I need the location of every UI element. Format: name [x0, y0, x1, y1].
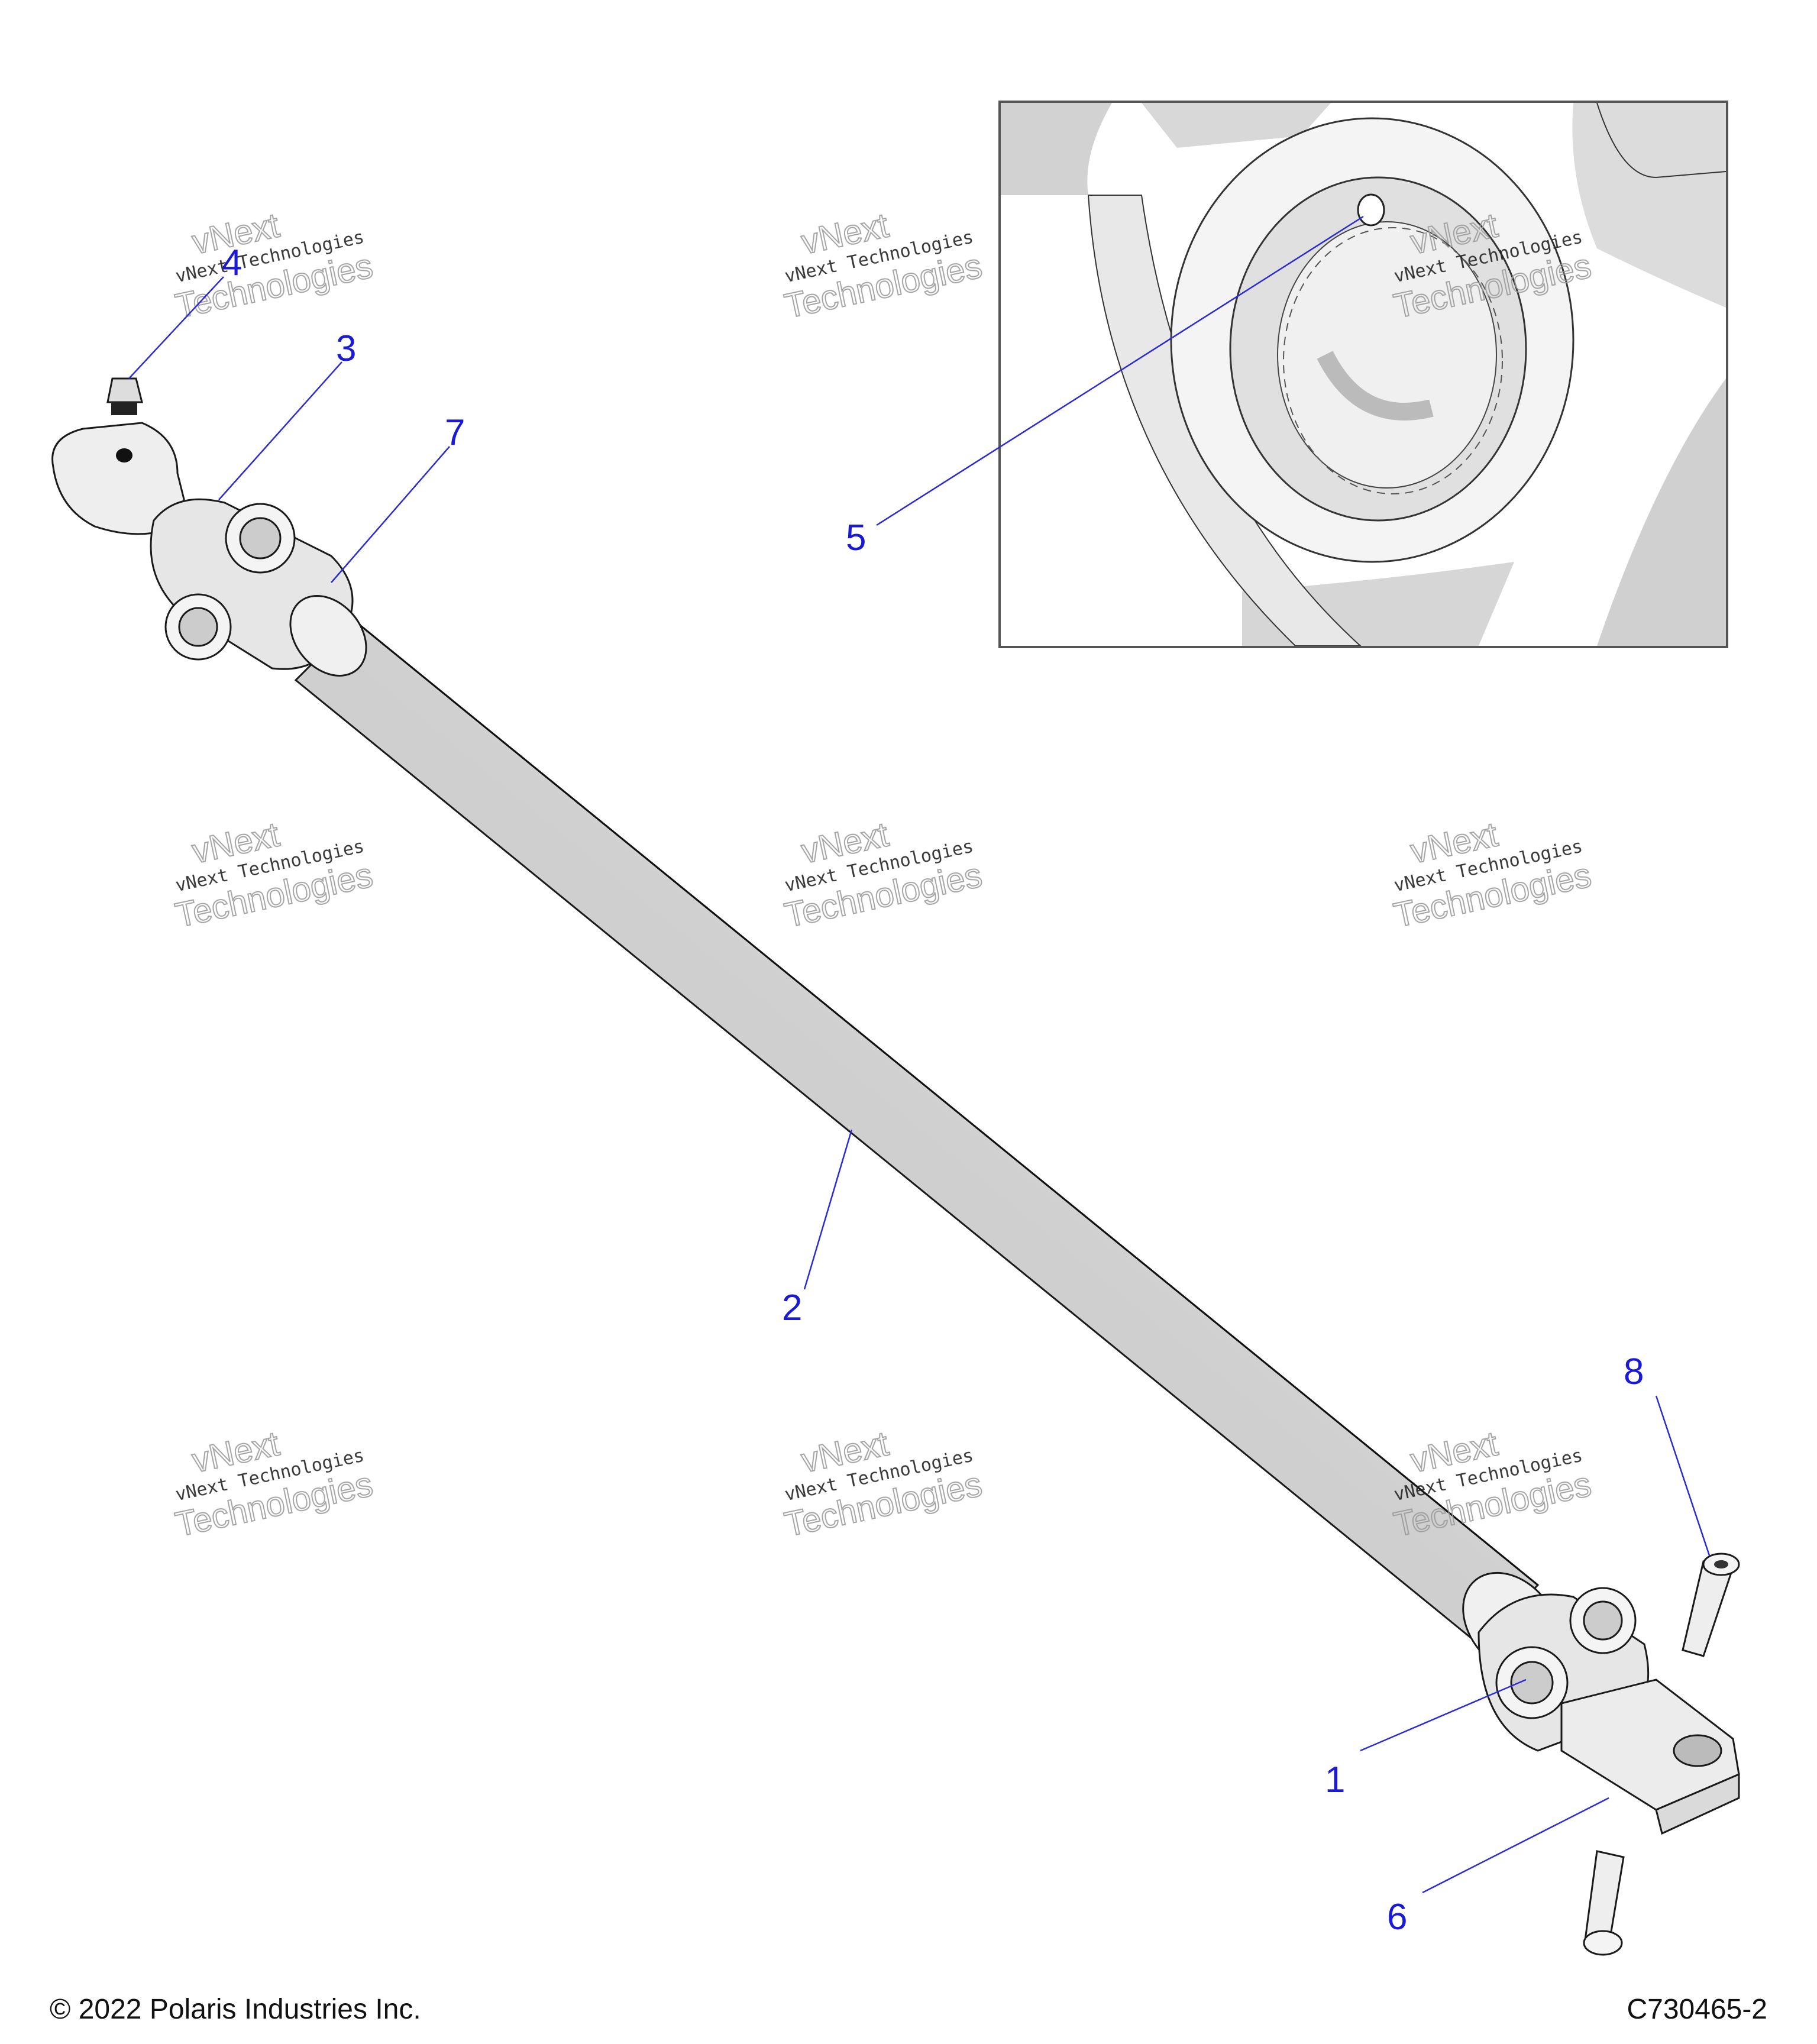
callout-1: 1 — [1325, 1760, 1345, 1800]
leader-lines — [128, 215, 1711, 1894]
inset-detail-view — [998, 101, 1728, 648]
copyright-notice: © 2022 Polaris Industries Inc. — [50, 1994, 421, 2025]
callout-4: 4 — [222, 242, 242, 283]
leader-1 — [1360, 1678, 1527, 1752]
drawing-number: C730465-2 — [1627, 1994, 1767, 2025]
leader-2 — [803, 1129, 853, 1290]
grease-fitting — [106, 377, 143, 415]
leader-8 — [1655, 1395, 1711, 1556]
prop-shaft-assembly — [51, 377, 1740, 1956]
cap-screw-lower — [1583, 1850, 1625, 1956]
leader-7 — [331, 446, 450, 583]
leader-5 — [876, 215, 1364, 526]
callout-3: 3 — [336, 328, 356, 369]
callout-2: 2 — [782, 1288, 802, 1328]
lower-u-joint — [1462, 1571, 1740, 1835]
callout-7: 7 — [445, 412, 465, 453]
callout-6: 6 — [1387, 1897, 1407, 1938]
upper-u-joint — [51, 422, 367, 677]
leader-4 — [128, 276, 224, 379]
callout-8: 8 — [1624, 1351, 1644, 1392]
leader-3 — [218, 361, 342, 500]
callout-5: 5 — [846, 518, 866, 558]
leader-6 — [1422, 1797, 1609, 1894]
cap-screw-upper — [1682, 1553, 1740, 1657]
callout-labels: 1 2 3 4 5 6 7 8 — [222, 242, 1644, 1938]
